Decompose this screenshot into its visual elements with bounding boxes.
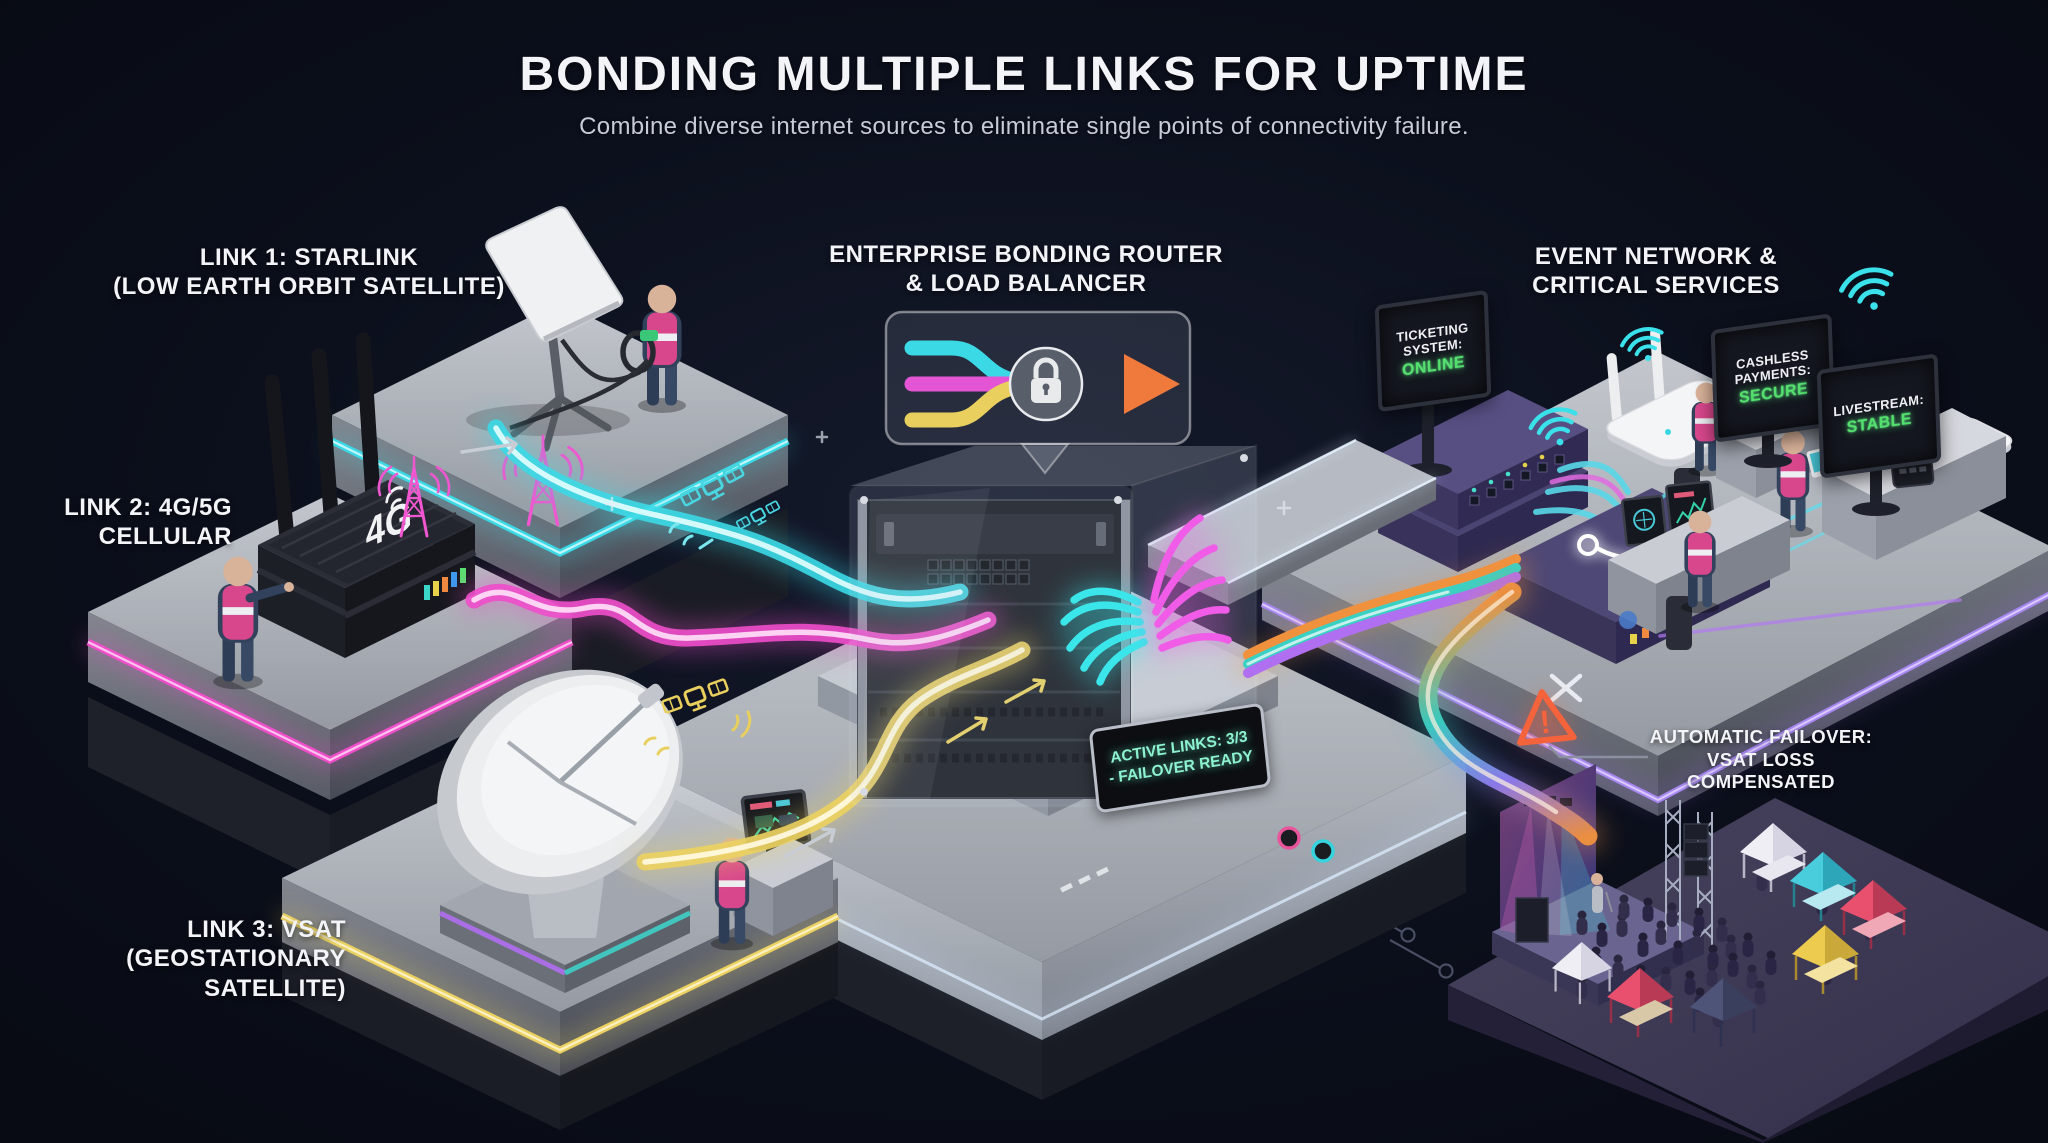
bonded-input-cables — [459, 413, 1046, 877]
ticketing-screen: TICKETING SYSTEM: ONLINE — [1374, 289, 1492, 413]
starlink-dish — [485, 206, 642, 452]
label-link1: LINK 1: STARLINK (LOW EARTH ORBIT SATELL… — [104, 243, 514, 302]
label-router: ENTERPRISE BONDING ROUTER & LOAD BALANCE… — [824, 240, 1228, 299]
bonded-output — [1235, 554, 1529, 678]
cellular-worker — [213, 556, 294, 690]
link1-line2: (LOW EARTH ORBIT SATELLITE) — [113, 273, 505, 301]
yellow-arrows — [946, 678, 1046, 744]
tent-dark — [1690, 978, 1757, 1047]
pink-knob — [1277, 826, 1301, 850]
link2-line1: LINK 2: 4G/5G — [64, 494, 232, 521]
event-plaza — [1448, 764, 2048, 1143]
usb-ports — [1060, 866, 1109, 893]
cellular-cable — [459, 577, 1003, 658]
router-label-line2: & LOAD BALANCER — [905, 270, 1147, 298]
bonding-callout — [884, 310, 1192, 475]
failover-cable — [1410, 575, 1605, 853]
vsat-loss-x-mark — [1549, 673, 1583, 703]
label-event-network: EVENT NETWORK & CRITICAL SERVICES — [1456, 242, 1856, 301]
speakers — [1515, 823, 1709, 943]
link1-line1: LINK 1: STARLINK — [199, 244, 419, 271]
link3-line1: LINK 3: VSAT — [187, 916, 346, 943]
flow-arrows — [460, 436, 836, 858]
antennas — [264, 332, 381, 546]
label-link2: LINK 2: 4G/5G CELLULAR — [18, 493, 232, 552]
tent-white-2 — [1552, 942, 1613, 1005]
starlink-worker — [509, 284, 686, 431]
label-link3: LINK 3: VSAT (GEOSTATIONARY SATELLITE) — [100, 915, 346, 1003]
signal-icon — [385, 486, 404, 510]
starlink-cable — [481, 413, 975, 614]
cyan-knob — [1311, 839, 1335, 863]
tent-yellow — [1792, 925, 1859, 994]
satellite-signal — [668, 522, 714, 550]
satellite-signal — [643, 710, 752, 756]
page-subtitle: Combine diverse internet sources to elim… — [579, 113, 1469, 140]
tent-teal — [1790, 852, 1857, 921]
link2-line2: CELLULAR — [98, 523, 232, 551]
warning-icon: ! — [1517, 689, 1577, 746]
cellular-router-case: 4G — [256, 480, 477, 658]
vsat-cable — [630, 635, 1037, 877]
vendor-tents — [1552, 823, 1907, 1047]
label-failover: AUTOMATIC FAILOVER: VSAT LOSS COMPENSATE… — [1645, 726, 1877, 794]
link3-line2: (GEOSTATIONARY — [126, 945, 346, 973]
failover-callout-line — [1548, 745, 1648, 759]
performer — [1591, 873, 1613, 913]
tent-white — [1740, 823, 1807, 892]
event-label-line2: CRITICAL SERVICES — [1532, 272, 1780, 300]
lock-icon — [1008, 346, 1084, 422]
vsat-platform — [279, 669, 841, 1130]
link3-line3: SATELLITE) — [204, 974, 346, 1002]
event-label-line1: EVENT NETWORK & — [1534, 243, 1778, 270]
svg-text:!: ! — [1538, 704, 1552, 741]
tent-pink — [1840, 880, 1907, 949]
ethernet-ports — [927, 559, 1030, 585]
monitoring-desk — [1608, 480, 1790, 650]
router-label-line1: ENTERPRISE BONDING ROUTER — [829, 241, 1223, 268]
page-title: BONDING MULTIPLE LINKS FOR UPTIME — [519, 48, 1529, 101]
failover-line2: VSAT LOSS COMPENSATED — [1686, 748, 1836, 793]
sparkles — [604, 430, 1292, 516]
vsat-dish — [437, 669, 683, 938]
failover-line1: AUTOMATIC FAILOVER: — [1649, 726, 1873, 747]
livestream-screen: LIVESTREAM: STABLE — [1816, 353, 1942, 479]
wings-logo — [1056, 510, 1236, 690]
tent-pink-2 — [1607, 968, 1674, 1037]
status-leds — [424, 568, 466, 600]
